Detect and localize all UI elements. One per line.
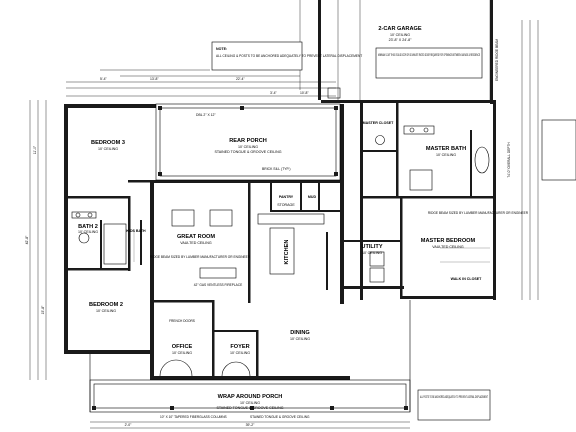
bedroom-3-ceiling: 10' CEILING <box>98 147 118 151</box>
master-bath-ceiling: 10' CEILING <box>436 153 456 157</box>
dim-label: 10'-8" <box>300 91 309 95</box>
master-bedroom-title: MASTER BEDROOM <box>421 238 476 244</box>
note-boxes <box>211 41 576 421</box>
master-beam-note: RIDGE BEAM SIZED BY LUMBER MANUFACTURER … <box>428 211 529 215</box>
wrap-porch-ceiling: 10' CEILING <box>240 401 260 405</box>
porch-column-note: 10" X 10" TAPERED FIBERGLASS COLUMNS <box>160 415 227 419</box>
dim-label: 13'-8" <box>150 77 159 81</box>
office-doors-label: FRENCH DOORS <box>169 319 195 323</box>
dim-label: 11'-0" <box>33 145 37 154</box>
great-room-beam-note: RIDGE BEAM SIZED BY LUMBER MANUFACTURER … <box>150 255 251 259</box>
garage-door-note: MINIMUM 1-3/8" THICK SOLID DOOR OR 20 MI… <box>378 53 480 57</box>
kids-bath-title: KIDS BATH <box>126 229 146 233</box>
dim-label: 22'-4" <box>236 77 245 81</box>
storage-label: STORAGE <box>277 203 295 207</box>
bedroom-2-title: BEDROOM 2 <box>89 302 123 308</box>
dim-label: 39'-2" <box>246 423 255 427</box>
garage-ceiling: 10' CEILING <box>390 33 410 37</box>
bedroom-3-title: BEDROOM 3 <box>91 140 125 146</box>
utility-title: UTILITY <box>361 244 382 250</box>
mud-label: MUD <box>308 195 317 199</box>
rear-porch-note: STAINED TONGUE & GROOVE CEILING <box>214 150 281 154</box>
garage-size: 23'-8" X 24'-8" <box>389 38 412 42</box>
dim-label: 2'-0" <box>125 423 133 427</box>
porch-posts <box>92 106 408 410</box>
master-bath-title: MASTER BATH <box>426 146 466 152</box>
foyer-title: FOYER <box>230 344 249 350</box>
dim-label: 15'-8" <box>41 305 45 314</box>
fixtures <box>70 87 490 377</box>
exterior-walls <box>64 0 496 380</box>
office-ceiling: 10' CEILING <box>172 351 192 355</box>
wrap-porch-title: WRAP AROUND PORCH <box>218 394 283 400</box>
ridge-beam-side-label: ENGINEERED RIDGE BEAM <box>495 39 499 81</box>
dining-ceiling: 10' CEILING <box>290 337 310 341</box>
rear-porch-title: REAR PORCH <box>229 138 267 144</box>
porch-ceiling-note: STAINED TONGUE & GROOVE CEILING <box>250 415 310 419</box>
master-closet-label: MASTER CLOSET <box>363 121 395 125</box>
office-title: OFFICE <box>172 344 193 350</box>
dim-label: 42'-8" <box>25 235 29 244</box>
master-bedroom-ceiling: VAULTED CEILING <box>432 245 464 249</box>
overall-depth-label: 74'-0" OVERALL DEPTH <box>507 142 511 178</box>
top-note-text: ALL CEILING & POSTS TO BE ANCHORED ADEQU… <box>216 54 362 58</box>
fireplace-label: 42" GAS VENTLESS FIREPLACE <box>194 283 242 287</box>
bath-2-title: BATH 2 <box>78 224 98 230</box>
garage-title: 2-CAR GARAGE <box>378 26 421 32</box>
kitchen-title: KITCHEN <box>284 240 290 265</box>
great-room-title: GREAT ROOM <box>177 234 215 240</box>
bedroom-2-ceiling: 10' CEILING <box>96 309 116 313</box>
wrap-porch-note: STAINED TONGUE & GROOVE CEILING <box>216 406 283 410</box>
dim-label: 3'-4" <box>270 91 278 95</box>
dining-title: DINING <box>290 330 310 336</box>
dim-label: 5'-4" <box>100 77 108 81</box>
rear-porch-ceiling: 10' CEILING <box>238 145 258 149</box>
great-room-ceiling: VAULTED CEILING <box>180 241 212 245</box>
interior-walls <box>68 103 493 376</box>
bottom-note-text: ALL POSTS TO BE ANCHORED ADEQUATELY TO P… <box>420 395 488 399</box>
dim-label: BRICK SILL (TYP.) <box>262 167 290 171</box>
bath-2-ceiling: 10' CEILING <box>78 230 98 234</box>
walk-in-closet-label: WALK IN CLOSET <box>451 277 483 281</box>
foyer-ceiling: 10' CEILING <box>230 351 250 355</box>
top-note-title: NOTE: <box>216 47 227 51</box>
dim-label: DBL 2" X 12" <box>196 113 216 117</box>
pantry-label: PANTRY <box>279 195 294 199</box>
utility-ceiling: 10' CEILING <box>362 251 382 255</box>
